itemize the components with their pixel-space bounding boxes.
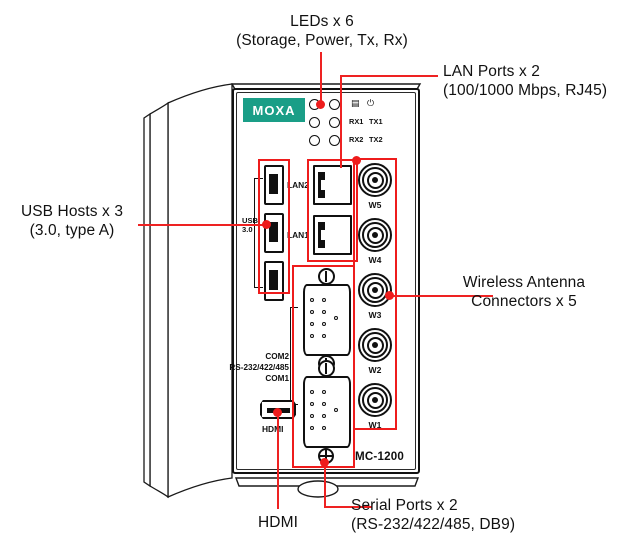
- highlight-usb-hosts: [258, 159, 290, 294]
- lan-port-lan1: [313, 215, 352, 255]
- usb-label: USB 3.0: [242, 216, 259, 234]
- device-front-panel-inner-border: [236, 92, 416, 470]
- db9-pin-group: [310, 386, 344, 438]
- callout-hdmi: HDMI: [235, 513, 321, 532]
- leader-dot-serial: [320, 458, 329, 467]
- callout-lan-line2: (100/1000 Mbps, RJ45): [443, 82, 608, 99]
- callout-leds: LEDs x 6 (Storage, Power, Tx, Rx): [208, 12, 436, 50]
- serial-standard-label: RS-232/422/485: [229, 363, 289, 372]
- leader-hdmi: [277, 414, 279, 509]
- callout-serial-line2: (RS-232/422/485, DB9): [351, 516, 516, 533]
- device-left-side: [143, 83, 233, 499]
- antenna-connector-w5: [358, 163, 392, 197]
- callout-antenna-line1: Wireless Antenna: [462, 274, 586, 291]
- rj45-bar: [317, 230, 321, 244]
- model-label: MC-1200: [355, 450, 405, 463]
- led-label-rx1: RX1: [349, 117, 364, 126]
- leader-dot-lan: [352, 156, 361, 165]
- leader-serial-horizontal: [324, 506, 372, 508]
- antenna-connector-w3: [358, 273, 392, 307]
- db9-screw-top: [318, 268, 335, 285]
- led-label-tx1: TX1: [369, 117, 383, 126]
- led-indicator: [329, 135, 340, 146]
- leader-serial-vertical: [324, 462, 326, 506]
- led-indicator: [329, 117, 340, 128]
- device-bottom-foot: [234, 477, 420, 498]
- com1-label: COM1: [265, 374, 289, 383]
- lan1-label: LAN1: [287, 230, 309, 240]
- antenna-label-w1: W1: [368, 420, 382, 430]
- callout-usb-hosts: USB Hosts x 3 (3.0, type A): [8, 202, 136, 240]
- callout-leds-line2: (Storage, Power, Tx, Rx): [236, 32, 408, 49]
- leader-lan-vertical: [340, 75, 342, 168]
- callout-lan-line1: LAN Ports x 2: [443, 63, 540, 80]
- callout-wireless-antenna: Wireless Antenna Connectors x 5: [434, 273, 614, 311]
- lan2-label: LAN2: [287, 180, 309, 190]
- led-indicator: [309, 117, 320, 128]
- leader-dot-antenna: [385, 291, 394, 300]
- leader-lan-horizontal: [340, 75, 438, 77]
- rj45-bar: [317, 180, 321, 194]
- storage-icon: ▤: [351, 99, 360, 109]
- highlight-lan-ports: [307, 159, 358, 262]
- com2-label: COM2: [265, 352, 289, 361]
- antenna-label-w4: W4: [368, 255, 382, 265]
- callout-antenna-line2: Connectors x 5: [471, 293, 577, 310]
- rj45-tab-lower: [317, 190, 325, 198]
- callout-hdmi-line1: HDMI: [257, 514, 298, 531]
- leader-dot-hdmi: [273, 408, 282, 417]
- antenna-label-w5: W5: [368, 200, 382, 210]
- callout-serial-line1: Serial Ports x 2: [351, 497, 458, 514]
- rj45-tab: [317, 172, 325, 180]
- callout-leds-line1: LEDs x 6: [290, 13, 354, 30]
- callout-lan-ports: LAN Ports x 2 (100/1000 Mbps, RJ45): [443, 62, 607, 100]
- usb-port-top: [264, 165, 284, 205]
- rj45-tab: [317, 222, 325, 230]
- callout-serial-ports: Serial Ports x 2 (RS-232/422/485, DB9): [351, 496, 515, 534]
- leader-usb: [138, 224, 269, 226]
- serial-port-com1: [297, 360, 357, 464]
- moxa-logo: MOXA: [243, 98, 305, 122]
- antenna-label-w3: W3: [368, 310, 382, 320]
- led-indicator: [329, 99, 340, 110]
- lan-port-lan2: [313, 165, 352, 205]
- callout-usb-line2: (3.0, type A): [29, 222, 115, 239]
- hdmi-port-label: HDMI: [262, 424, 284, 434]
- leader-antenna: [389, 295, 493, 297]
- antenna-connector-w1: [358, 383, 392, 417]
- highlight-serial-ports: [292, 265, 355, 468]
- leader-dot-leds: [316, 100, 325, 109]
- leader-leds: [320, 52, 322, 104]
- antenna-label-w2: W2: [368, 365, 382, 375]
- power-icon: ⏻: [367, 99, 375, 109]
- antenna-connector-w2: [358, 328, 392, 362]
- rj45-tab-lower: [317, 240, 325, 248]
- db9-shell: [303, 284, 351, 356]
- led-label-rx2: RX2: [349, 135, 364, 144]
- leader-dot-usb: [262, 220, 271, 229]
- led-label-tx2: TX2: [369, 135, 383, 144]
- db9-pin-group: [310, 294, 344, 346]
- antenna-connector-w4: [358, 218, 392, 252]
- led-indicator: [309, 135, 320, 146]
- callout-usb-line1: USB Hosts x 3: [20, 203, 124, 220]
- usb-port-bottom: [264, 261, 284, 301]
- db9-shell: [303, 376, 351, 448]
